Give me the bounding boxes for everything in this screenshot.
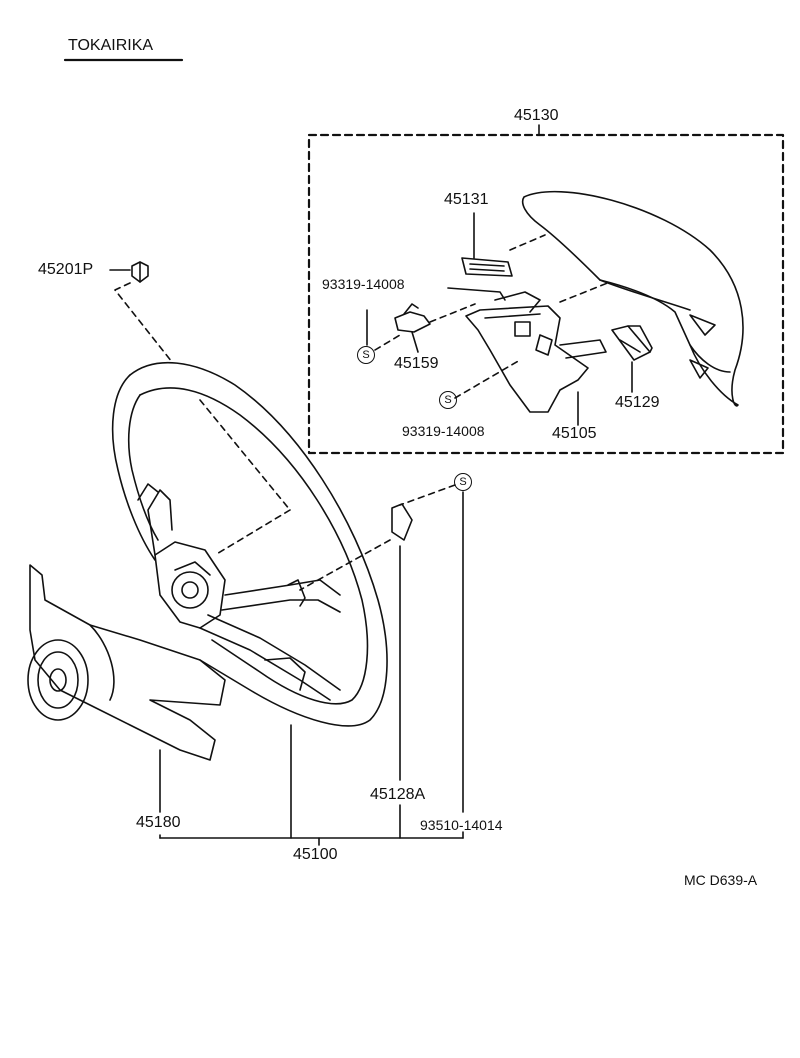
part-label-45100: 45100 [293, 846, 338, 863]
screw-symbol-icon: S [454, 473, 472, 491]
part-label-45129: 45129 [615, 394, 660, 411]
leader-bracket-45100 [159, 724, 464, 846]
part-label-45180: 45180 [136, 814, 181, 831]
screw-symbol-icon: S [357, 346, 375, 364]
part-label-93319-bottom: 93319-14008 [402, 423, 485, 439]
brand-label: TOKAIRIKA [68, 37, 154, 54]
pad-block-45129 [611, 325, 653, 393]
nut-45201P [109, 261, 149, 283]
diagram-code: MC D639-A [684, 872, 758, 888]
lower-cover-45180 [27, 564, 226, 761]
part-label-45201P: 45201P [38, 261, 94, 278]
horn-bracket-45105 [447, 287, 607, 426]
clip-45159 [394, 303, 431, 353]
clip-45128A [391, 503, 413, 781]
screw-symbol-icon: S [439, 391, 457, 409]
steering-wheel-rim [111, 361, 388, 727]
pad-cover [521, 190, 744, 407]
part-label-45131: 45131 [444, 191, 489, 208]
part-label-45128A: 45128A [370, 786, 426, 803]
part-label-45105: 45105 [552, 425, 597, 442]
wheel-hub [137, 483, 341, 701]
part-label-45130: 45130 [514, 107, 559, 124]
part-label-45159: 45159 [394, 355, 439, 372]
assembly-box-45130 [307, 133, 785, 455]
part-label-93319-top: 93319-14008 [322, 276, 405, 292]
part-label-93510: 93510-14014 [420, 817, 503, 833]
pad-bracket-45131 [461, 212, 513, 277]
